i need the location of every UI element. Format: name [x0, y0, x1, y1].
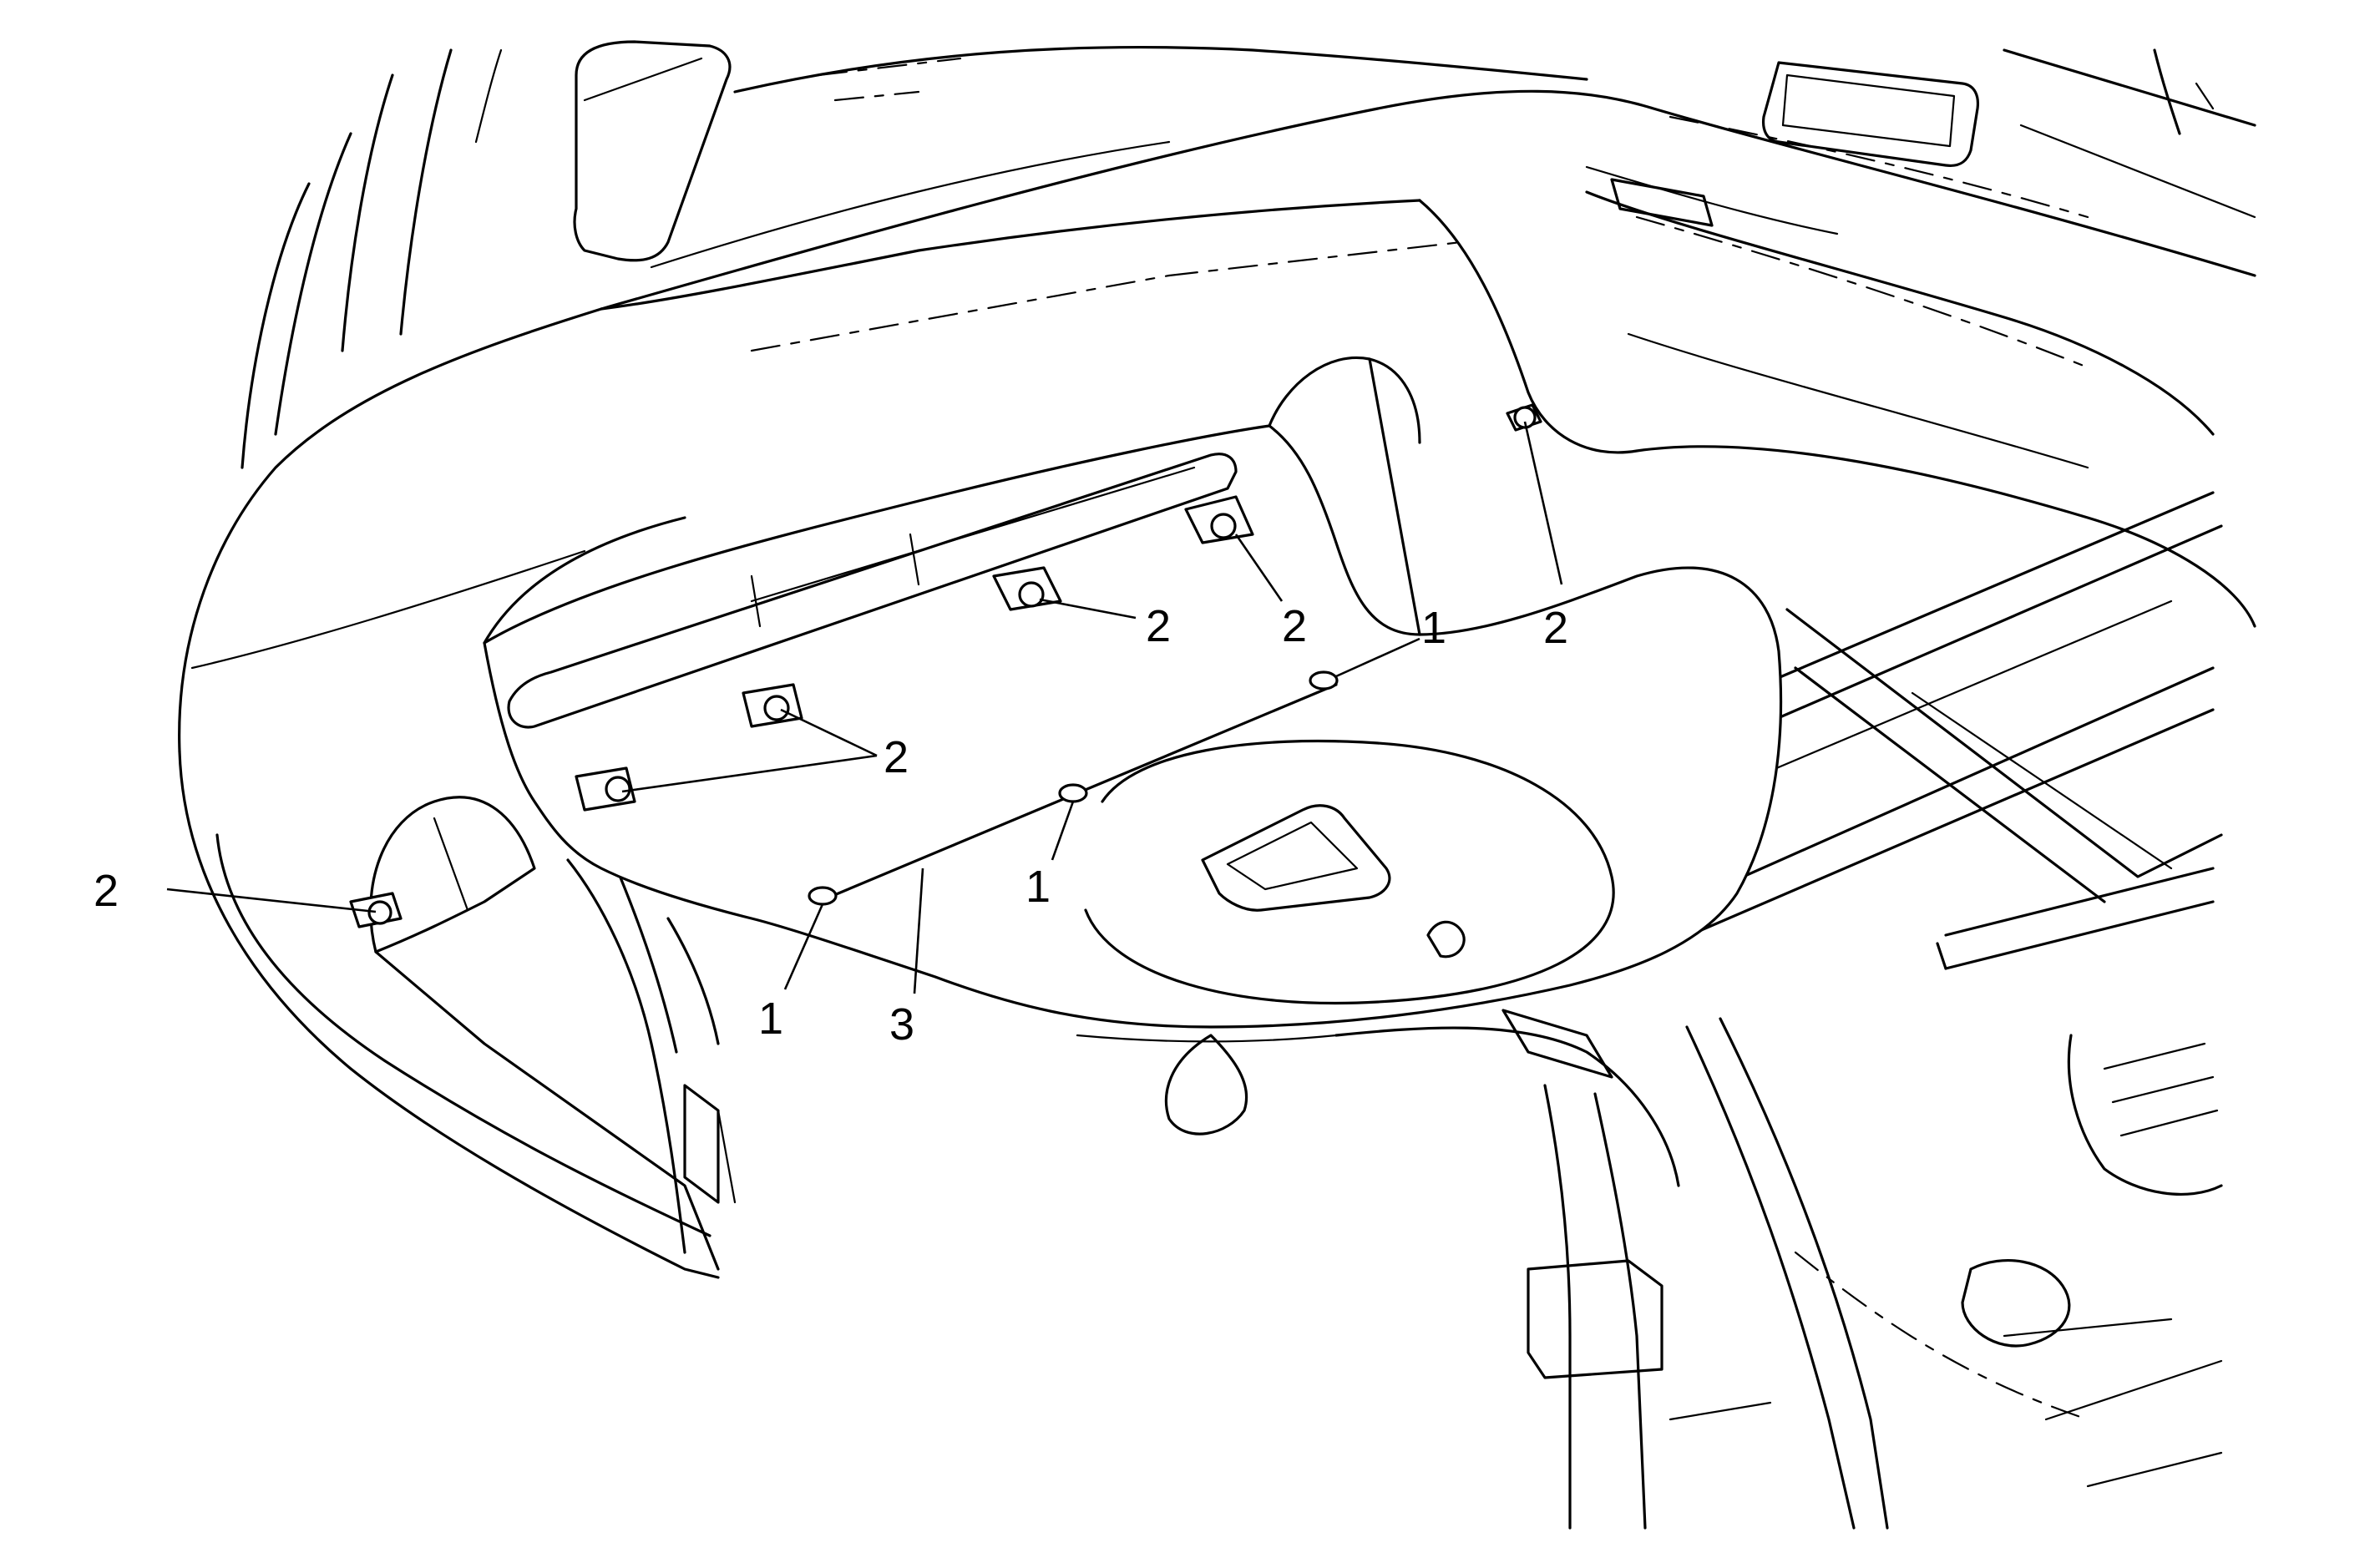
- callout-1-mid: 1: [1025, 862, 1051, 912]
- push-pin-retainer-icon: [1506, 403, 1542, 432]
- push-pin-retainer-icon: [992, 566, 1062, 611]
- callout-1-top: 1: [1421, 603, 1446, 653]
- callout-2-left: 2: [94, 866, 119, 916]
- callout-2-mid: 2: [1146, 601, 1171, 651]
- push-pin-retainer-icon: [575, 766, 636, 812]
- trunk-trim-panel: [369, 356, 1783, 1271]
- clip-icon: [808, 886, 838, 906]
- callout-2-mid-right: 2: [1282, 601, 1307, 651]
- push-pin-retainer-icon: [349, 892, 403, 928]
- push-pin-retainer-icon: [1184, 495, 1254, 544]
- callout-2-top-right: 2: [1543, 603, 1568, 653]
- callout-1-bottom: 1: [758, 994, 783, 1044]
- callout-2-center: 2: [884, 732, 909, 782]
- clip-icon: [1309, 670, 1339, 690]
- push-pin-retainer-icon: [742, 683, 803, 728]
- callout-labels: 2 2 2 2 2 1 1 1 3: [94, 601, 1568, 1050]
- callout-3: 3: [889, 999, 914, 1050]
- leader-lines: [166, 421, 1563, 994]
- fasteners: [349, 403, 1542, 928]
- clip-icon: [1058, 783, 1088, 803]
